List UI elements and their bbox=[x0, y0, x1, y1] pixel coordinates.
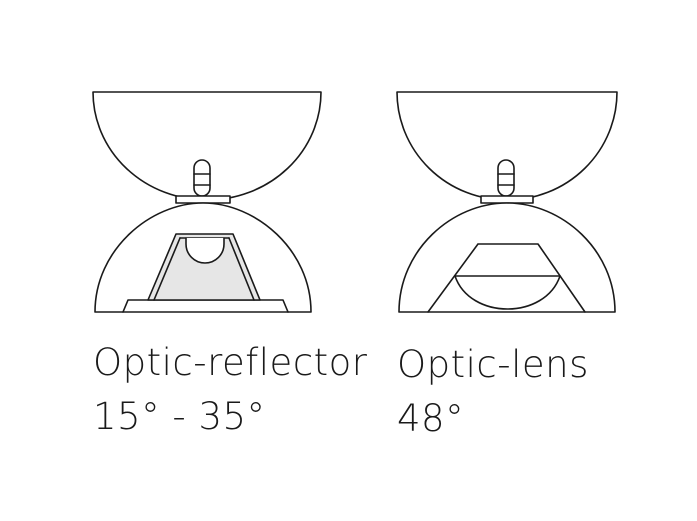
optic-reflector-fixture bbox=[92, 91, 322, 313]
optic-reflector-angle: 15° - 35° bbox=[93, 395, 266, 438]
lamp-socket bbox=[185, 237, 225, 264]
reflector-cone bbox=[147, 233, 261, 301]
neck-collar bbox=[480, 195, 534, 204]
optic-lens-label: Optic-lens bbox=[397, 343, 589, 386]
optic-lens-angle: 48° bbox=[397, 397, 465, 440]
lens-beam bbox=[427, 243, 586, 313]
lower-housing bbox=[398, 202, 616, 313]
optic-lens-fixture bbox=[396, 91, 618, 313]
mount-knob bbox=[193, 159, 211, 197]
optic-reflector-label: Optic-reflector bbox=[93, 341, 368, 384]
neck-collar bbox=[175, 195, 231, 204]
lens-curve bbox=[454, 275, 561, 310]
mount-knob bbox=[497, 159, 515, 197]
